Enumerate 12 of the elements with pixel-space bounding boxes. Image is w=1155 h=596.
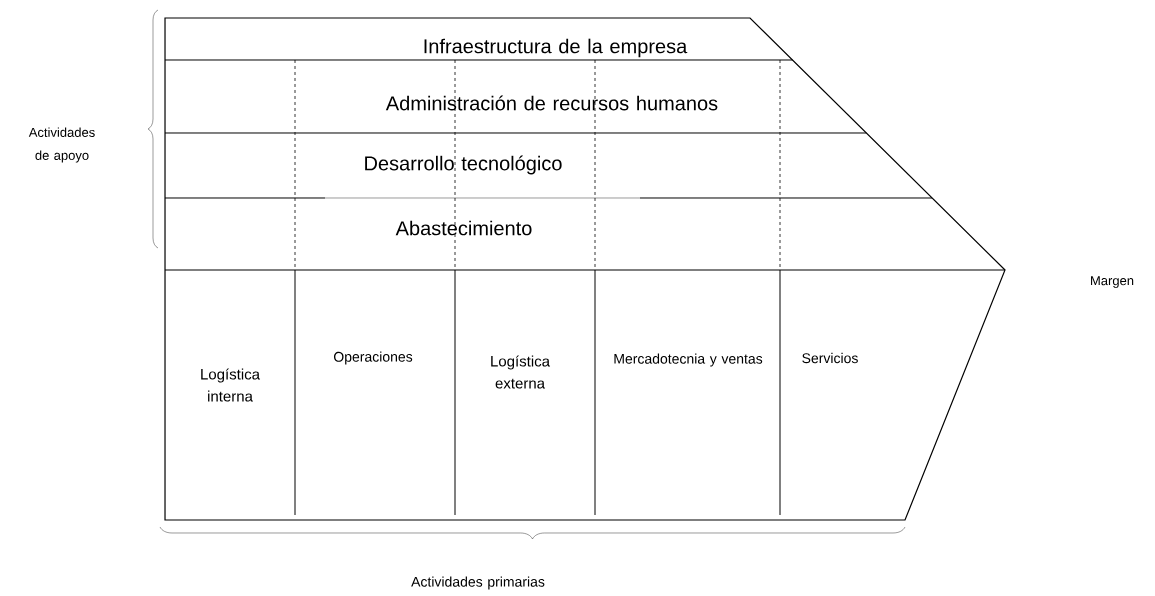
primary-activity-label: Operaciones xyxy=(334,351,413,365)
group-label: Margen xyxy=(1091,276,1134,288)
primary-activity-label: Logística interna xyxy=(201,368,261,402)
group-label: Actividades de apoyo xyxy=(28,127,95,163)
support-activity-label: Administración de recursos humanos xyxy=(385,95,718,111)
support-activity-label: Abastecimiento xyxy=(395,220,532,236)
group-label: Actividades primarias xyxy=(411,576,545,590)
primary-activity-label: Mercadotecnia y ventas xyxy=(614,353,763,367)
primary-activity-label: Logística externa xyxy=(491,355,550,389)
support-activity-label: Desarrollo tecnológico xyxy=(365,155,562,175)
primary-activity-label: Servicios xyxy=(802,352,858,364)
support-activity-label: Infraestructura de la empresa xyxy=(424,38,688,58)
